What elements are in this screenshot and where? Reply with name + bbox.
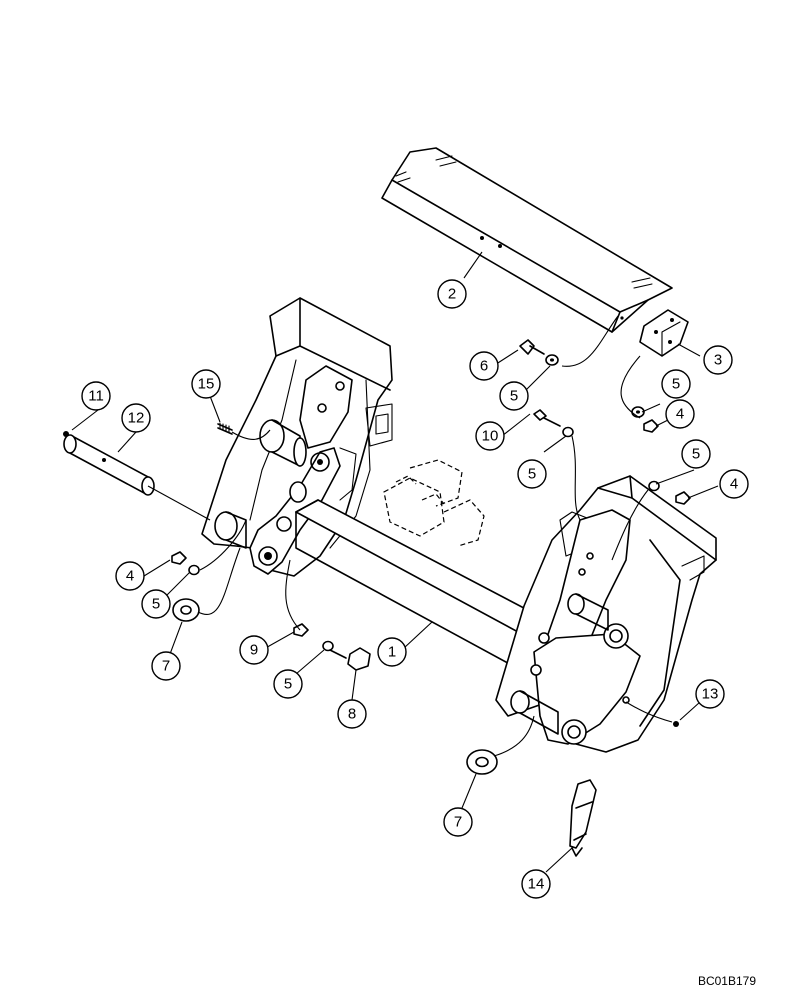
svg-text:1: 1 <box>388 644 396 661</box>
callout-5b: 5 <box>499 381 529 411</box>
latch-pin <box>569 779 597 857</box>
left-pivot-bushing <box>214 419 307 549</box>
callout-3: 3 <box>703 345 733 375</box>
callout-14: 14 <box>521 869 551 899</box>
svg-text:9: 9 <box>250 642 258 659</box>
callout-5d: 5 <box>681 439 711 469</box>
callout-12: 12 <box>121 403 151 433</box>
drawing-reference-code: BC01B179 <box>697 974 756 988</box>
svg-text:8: 8 <box>348 706 356 723</box>
callout-1: 1 <box>377 637 407 667</box>
pivot-pin <box>63 434 155 496</box>
svg-text:3: 3 <box>714 352 722 369</box>
callout-5a: 5 <box>661 369 691 399</box>
callout-9: 9 <box>239 635 269 665</box>
svg-text:10: 10 <box>482 428 499 445</box>
svg-text:6: 6 <box>480 358 488 375</box>
cover-plate <box>381 147 673 333</box>
callout-2: 2 <box>437 279 467 309</box>
svg-text:5: 5 <box>528 466 536 483</box>
right-pivot-pins <box>510 593 609 735</box>
svg-text:5: 5 <box>284 676 292 693</box>
callout-5e: 5 <box>141 589 171 619</box>
svg-text:2: 2 <box>448 286 456 303</box>
hidden-valve-dashed <box>383 459 485 547</box>
bracket <box>639 309 689 357</box>
svg-text:14: 14 <box>528 876 545 893</box>
callout-4a: 4 <box>665 399 695 429</box>
svg-text:4: 4 <box>730 476 738 493</box>
svg-text:4: 4 <box>676 406 684 423</box>
callout-8: 8 <box>337 699 367 729</box>
svg-text:5: 5 <box>510 388 518 405</box>
callout-15: 15 <box>191 369 221 399</box>
callout-6: 6 <box>469 351 499 381</box>
svg-text:5: 5 <box>672 376 680 393</box>
left-side-plate <box>201 297 393 577</box>
svg-text:7: 7 <box>454 814 462 831</box>
callout-5c: 5 <box>517 459 547 489</box>
callout-7b: 7 <box>443 807 473 837</box>
svg-text:7: 7 <box>162 658 170 675</box>
callout-11: 11 <box>81 381 111 411</box>
svg-text:5: 5 <box>152 596 160 613</box>
callouts: 1 2 3 4 4 4 5 5 5 5 5 5 <box>81 279 749 899</box>
right-latch-link <box>533 509 641 745</box>
callout-4c: 4 <box>115 561 145 591</box>
callout-10: 10 <box>475 421 505 451</box>
svg-text:13: 13 <box>702 686 719 703</box>
svg-text:11: 11 <box>88 388 104 405</box>
callout-5f: 5 <box>273 669 303 699</box>
callout-4b: 4 <box>719 469 749 499</box>
svg-text:5: 5 <box>692 446 700 463</box>
left-latch-link <box>249 365 353 575</box>
callout-13: 13 <box>695 679 725 709</box>
callout-7a: 7 <box>151 651 181 681</box>
svg-text:12: 12 <box>128 410 145 427</box>
svg-text:4: 4 <box>126 568 134 585</box>
svg-text:15: 15 <box>198 376 215 393</box>
